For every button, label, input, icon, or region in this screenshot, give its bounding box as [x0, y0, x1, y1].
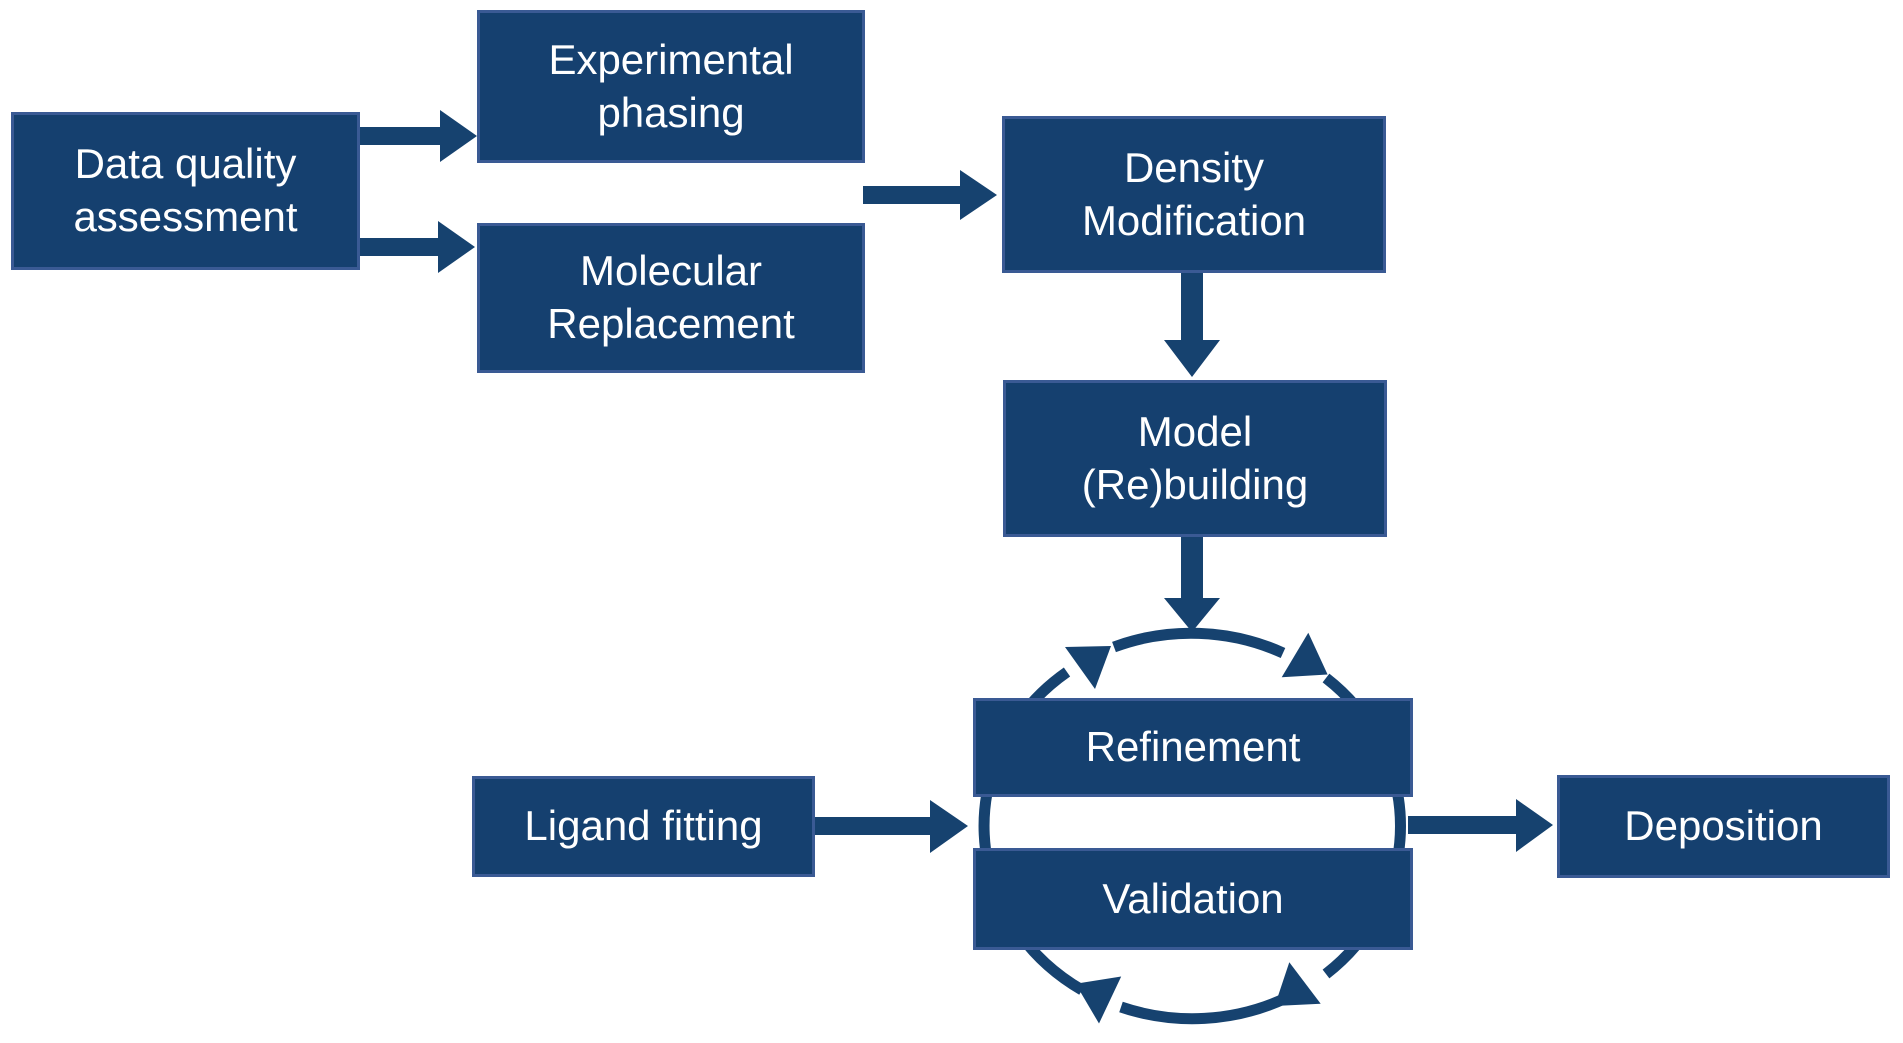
- arrow-cycle-to-deposition-icon: [1408, 799, 1553, 852]
- cycle-arrowhead-bottom-right-icon: [1274, 962, 1321, 1006]
- box-label-line: Density: [1123, 143, 1265, 191]
- box-label-line: (Re)building: [1081, 460, 1309, 508]
- cycle-arrowhead-top-left-icon: [1065, 646, 1111, 689]
- arrow-model-to-cycle-icon: [1164, 537, 1220, 632]
- box-density-modification: Density Modification: [1002, 116, 1386, 273]
- box-experimental-phasing: Experimental phasing: [477, 10, 865, 163]
- box-data-quality-assessment: Data quality assessment: [11, 112, 360, 270]
- arrow-density-to-model-icon: [1164, 273, 1220, 377]
- box-label-line: Molecular: [579, 247, 763, 295]
- arrow-phasing-to-density-icon: [863, 170, 997, 220]
- box-label-line: phasing: [597, 88, 745, 136]
- box-validation: Validation: [973, 848, 1413, 950]
- cycle-arc-bottom: [1119, 993, 1289, 1025]
- box-label-line: Experimental: [548, 35, 794, 83]
- arrow-dataquality-to-molecular-icon: [360, 221, 475, 273]
- box-label-line: Deposition: [1624, 802, 1823, 850]
- box-label-line: assessment: [73, 193, 298, 240]
- cycle-arrowhead-bottom-left-icon: [1075, 976, 1122, 1024]
- cycle-arc-top: [1112, 627, 1286, 659]
- arrow-dataquality-to-experimental-icon: [360, 110, 477, 162]
- box-label-line: Ligand fitting: [524, 802, 763, 850]
- box-label-line: Replacement: [547, 300, 795, 347]
- box-label-line: Model: [1137, 407, 1253, 455]
- box-label-line: Validation: [1102, 874, 1284, 922]
- box-label-line: Data quality: [74, 140, 297, 188]
- arrow-ligand-to-cycle-icon: [815, 800, 968, 853]
- box-deposition: Deposition: [1557, 775, 1890, 878]
- box-label-line: Modification: [1081, 196, 1307, 244]
- box-label-line: Refinement: [1085, 723, 1301, 771]
- box-refinement: Refinement: [973, 698, 1413, 797]
- box-model-rebuilding: Model (Re)building: [1003, 380, 1387, 537]
- box-molecular-replacement: Molecular Replacement: [477, 223, 865, 373]
- box-ligand-fitting: Ligand fitting: [472, 776, 815, 877]
- cycle-arrowhead-top-right-icon: [1281, 632, 1328, 678]
